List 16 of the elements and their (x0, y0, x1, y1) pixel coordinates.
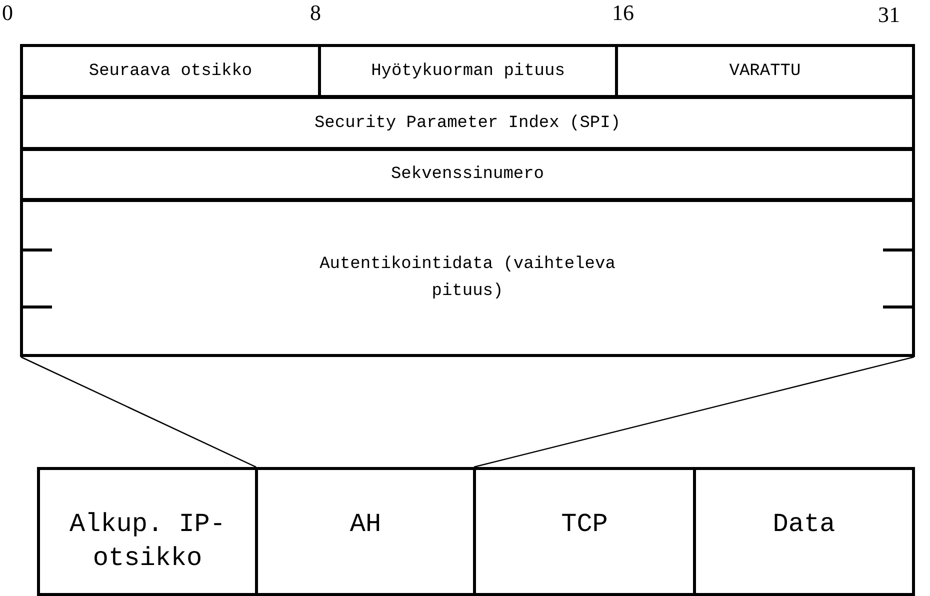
header-field: Security Parameter Index (SPI) (20, 96, 915, 150)
packet-segment: TCP (473, 467, 696, 596)
header-field: VARATTU (615, 44, 915, 98)
header-field: Hyötykuorman pituus (318, 44, 618, 98)
bit-offset-label: 8 (310, 0, 321, 26)
expansion-line (474, 356, 914, 468)
header-field: Sekvenssinumero (20, 148, 915, 201)
bit-offset-label: 16 (612, 0, 634, 26)
expansion-line (20, 356, 256, 468)
packet-segment: Alkup. IP-otsikko (37, 467, 258, 596)
packet-segment: AH (255, 467, 476, 596)
header-field: Seuraava otsikko (20, 44, 321, 98)
bit-offset-label: 31 (878, 2, 900, 28)
packet-segment: Data (693, 467, 915, 596)
bit-offset-label: 0 (2, 0, 13, 26)
header-field: Autentikointidata (vaihteleva pituus) (20, 199, 915, 357)
